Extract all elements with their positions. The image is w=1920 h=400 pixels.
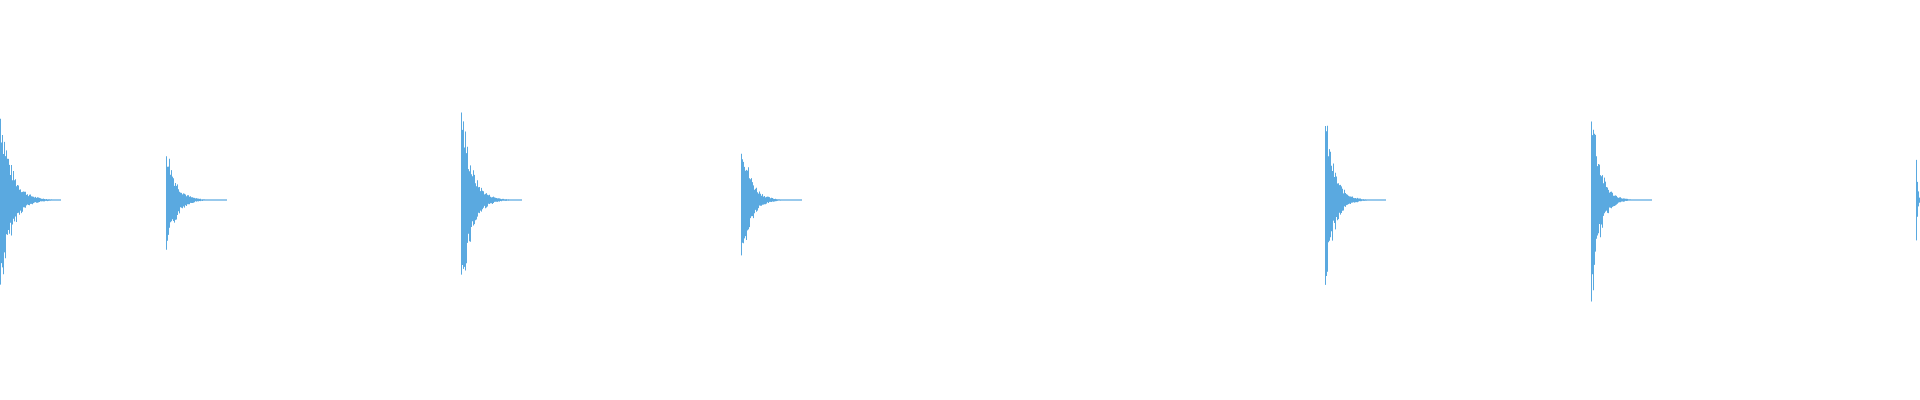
transient-burst	[1591, 121, 1652, 302]
waveform-transient	[1916, 159, 1920, 241]
transient-burst	[166, 156, 227, 250]
waveform-transient	[166, 156, 227, 250]
waveform-transient	[1591, 121, 1652, 302]
transient-burst	[0, 118, 61, 285]
waveform-transient	[0, 118, 61, 285]
waveform-transient	[741, 153, 802, 256]
transient-burst	[461, 112, 522, 275]
waveform-transient	[1325, 125, 1386, 285]
transient-burst	[1325, 125, 1386, 285]
transient-layer	[0, 112, 1920, 302]
transient-burst	[741, 153, 802, 256]
waveform-transient	[461, 112, 522, 275]
